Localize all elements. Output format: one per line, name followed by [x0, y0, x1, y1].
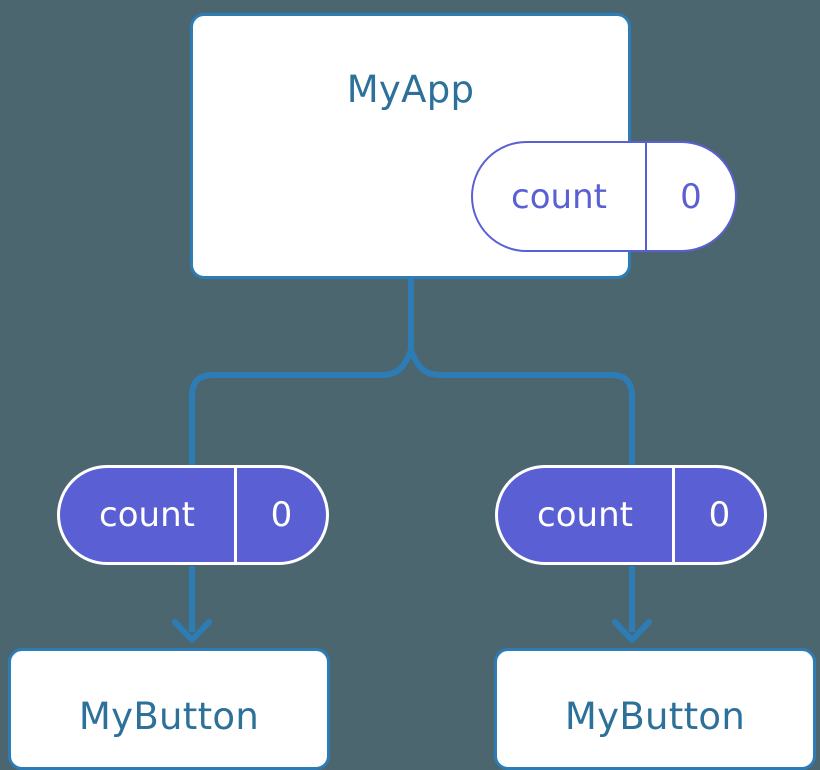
right-state-pill[interactable]: count 0 [495, 465, 767, 565]
myapp-state-pill[interactable]: count 0 [471, 141, 737, 252]
myapp-state-value: 0 [680, 176, 702, 217]
right-button-component-title: MyButton [564, 695, 746, 738]
left-arrowhead-icon [172, 619, 212, 643]
myapp-state-key: count [473, 143, 647, 250]
right-arrowhead-icon [612, 619, 652, 643]
left-state-value: 0 [270, 495, 293, 535]
connector-left-branch [189, 348, 414, 465]
right-state-key: count [498, 468, 675, 562]
myapp-component-title: MyApp [346, 68, 475, 111]
left-button-component-card[interactable]: MyButton [8, 648, 330, 770]
right-button-component-card[interactable]: MyButton [494, 648, 816, 770]
left-button-component-title: MyButton [78, 695, 260, 738]
myapp-component-card[interactable]: MyApp count 0 [190, 13, 737, 279]
right-state-value: 0 [708, 495, 731, 535]
left-state-pill[interactable]: count 0 [57, 465, 329, 565]
left-state-key: count [60, 468, 237, 562]
connector-right-branch [408, 348, 635, 465]
